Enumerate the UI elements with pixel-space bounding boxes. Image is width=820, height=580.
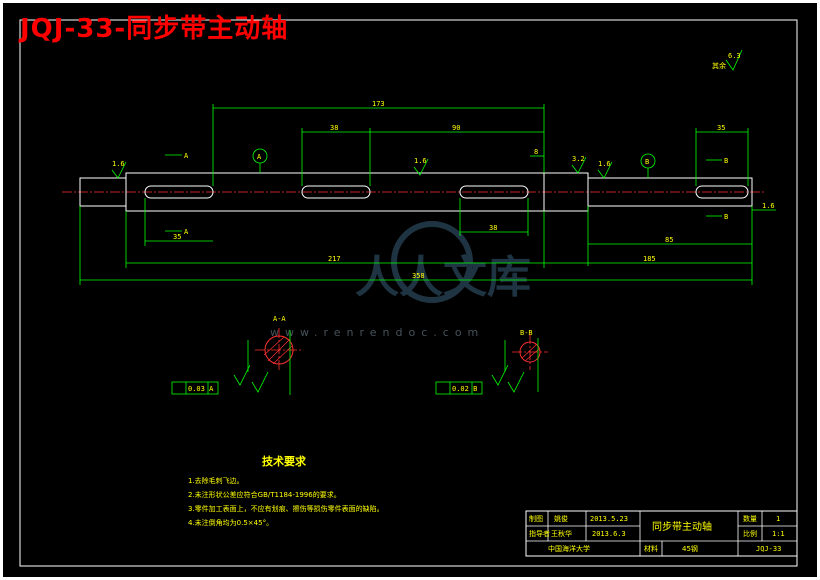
- tb-qty-label: 数量: [743, 514, 757, 523]
- tb-drawing-no: JQJ-33: [756, 545, 781, 553]
- dimension-texts: 173 38 90 35 8 35 38 85 217 185 358: [173, 100, 725, 280]
- tech-requirements: 技术要求 1.去除毛刺飞边。 2.未注形状公差应符合GB/T1184-1996的…: [188, 454, 384, 527]
- datum-b: B: [645, 158, 649, 166]
- roughness-end: 1.6: [762, 202, 775, 210]
- tb-designer: 姚俊: [554, 514, 568, 523]
- datum-markers: A B: [252, 148, 656, 178]
- section-cut-markers: A A B B: [165, 152, 728, 236]
- dim-173: 173: [372, 100, 385, 108]
- dim-8: 8: [534, 148, 538, 156]
- dim-90: 90: [452, 124, 460, 132]
- section-a-title: A-A: [273, 315, 286, 323]
- tb-checker-label: 指导者: [529, 529, 550, 538]
- title-block: 制图 姚俊 2013.5.23 指导者 王秋华 2013.6.3 同步带主动轴 …: [525, 510, 798, 557]
- roughness-symbols: 1.6 1.6 3.2 1.6 1.6: [111, 155, 775, 210]
- roughness-mid: 1.6: [414, 157, 427, 165]
- section-b-b: B-B 0.02 B: [435, 329, 548, 395]
- tech-req-item-4: 4.未注倒角均为0.5×45°。: [188, 518, 273, 527]
- roughness-note-label: 其余: [712, 61, 726, 70]
- tb-date2: 2013.6.3: [592, 530, 626, 538]
- tb-school: 中国海洋大学: [548, 544, 590, 553]
- overlay-title: JQJ-33-同步带主动轴: [20, 14, 289, 44]
- tb-date1: 2013.5.23: [590, 515, 628, 523]
- tb-designer-label: 制图: [529, 514, 543, 523]
- dim-35-left: 35: [173, 233, 181, 241]
- tb-part-name: 同步带主动轴: [652, 520, 712, 533]
- dim-217: 217: [328, 255, 341, 263]
- drawing-border: [19, 19, 798, 567]
- tb-material-label: 材料: [644, 544, 658, 553]
- section-b-title: B-B: [520, 329, 533, 337]
- tolerance-frame-b: 0.02 B: [452, 385, 477, 393]
- shaft-outline: [79, 172, 753, 212]
- tech-req-item-3: 3.零件加工表面上，不应有划痕、擦伤等损伤零件表面的缺陷。: [188, 504, 384, 513]
- tolerance-frame-a: 0.03 A: [188, 385, 214, 393]
- roughness-left: 1.6: [112, 160, 125, 168]
- watermark-url: www.renrendoc.com: [270, 326, 484, 339]
- dim-35-right: 35: [717, 124, 725, 132]
- dim-185: 185: [643, 255, 656, 263]
- roughness-32: 3.2: [572, 155, 585, 163]
- dim-358: 358: [412, 272, 425, 280]
- roughness-right: 1.6: [598, 160, 611, 168]
- dim-38-lower: 38: [489, 224, 497, 232]
- dimension-lines: [79, 104, 776, 285]
- cut-a-bottom: A: [184, 228, 189, 236]
- cut-b-bottom: B: [724, 213, 728, 221]
- cut-b-top: B: [724, 157, 728, 165]
- cut-a-top: A: [184, 152, 189, 160]
- datum-a: A: [257, 153, 262, 161]
- tb-material: 45钢: [682, 544, 698, 553]
- tb-scale: 1:1: [772, 530, 785, 538]
- tech-req-item-1: 1.去除毛刺飞边。: [188, 476, 244, 485]
- roughness-note-value: 6.3: [728, 52, 741, 60]
- tb-qty: 1: [776, 515, 780, 523]
- watermark-brand: 人人文库: [355, 252, 531, 303]
- tb-checker: 王秋华: [551, 529, 572, 538]
- section-a-a: A-A 0.03 A: [171, 315, 303, 395]
- watermark: 人人文库 www.renrendoc.com: [270, 221, 531, 339]
- roughness-note: 其余 6.3: [712, 49, 743, 71]
- dim-38: 38: [330, 124, 338, 132]
- dim-85: 85: [665, 236, 673, 244]
- tech-req-item-2: 2.未注形状公差应符合GB/T1184-1996的要求。: [188, 490, 341, 499]
- tb-scale-label: 比例: [743, 529, 757, 538]
- tech-req-heading: 技术要求: [262, 454, 307, 468]
